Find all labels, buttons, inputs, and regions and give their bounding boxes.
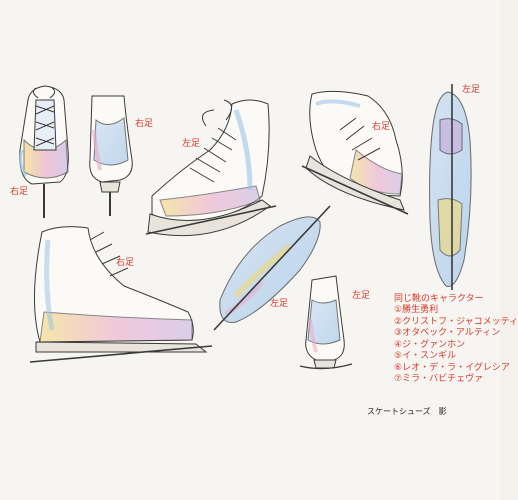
label-left-foot-1: 左足 xyxy=(182,139,201,149)
skate-side-bottom-right xyxy=(29,226,213,363)
skate-back-left xyxy=(299,275,353,370)
legend-item: ②クリストフ・ジャコメッティ xyxy=(394,316,518,327)
skate-side-top-right xyxy=(301,90,409,215)
label-right-foot-1: 右足 xyxy=(10,187,29,197)
legend-item: ⑤イ・スンギル xyxy=(394,351,457,361)
skate-back-right xyxy=(89,95,133,216)
skate-sheet: 右足 右足 左足 右足 左足 右足 左足 左足 同じ靴のキャラクター ①勝生勇利… xyxy=(10,84,518,416)
legend-item: ④ジ・グァンホン xyxy=(394,339,466,350)
label-right-foot-4: 右足 xyxy=(116,258,135,268)
legend-title: 同じ靴のキャラクター xyxy=(394,294,484,304)
skate-sole-left xyxy=(429,84,472,290)
label-left-foot-2: 左足 xyxy=(462,85,481,95)
legend-item: ⑥レオ・デ・ラ・イグレシア xyxy=(394,362,510,373)
legend-list: ①勝生勇利 ②クリストフ・ジャコメッティ ③オタベック・アルティン ④ジ・グァン… xyxy=(394,305,518,386)
skate-drawings xyxy=(19,84,472,370)
label-left-foot-3: 左足 xyxy=(270,299,289,309)
legend-item: ⑦ミラ・バビチェヴァ xyxy=(394,374,484,384)
label-right-foot-3: 右足 xyxy=(372,122,391,132)
legend-item: ③オタベック・アルティン xyxy=(394,328,501,338)
skate-angled-left xyxy=(145,99,277,237)
label-left-foot-4: 左足 xyxy=(352,291,371,301)
skate-front-right xyxy=(19,85,69,218)
skate-tilted-left xyxy=(213,205,331,331)
label-right-foot-2: 右足 xyxy=(135,119,154,129)
sheet-caption: スケートシューズ 影 xyxy=(367,407,447,416)
character-legend: 同じ靴のキャラクター ①勝生勇利 ②クリストフ・ジャコメッティ ③オタベック・ア… xyxy=(394,294,518,386)
legend-item: ①勝生勇利 xyxy=(394,305,439,315)
